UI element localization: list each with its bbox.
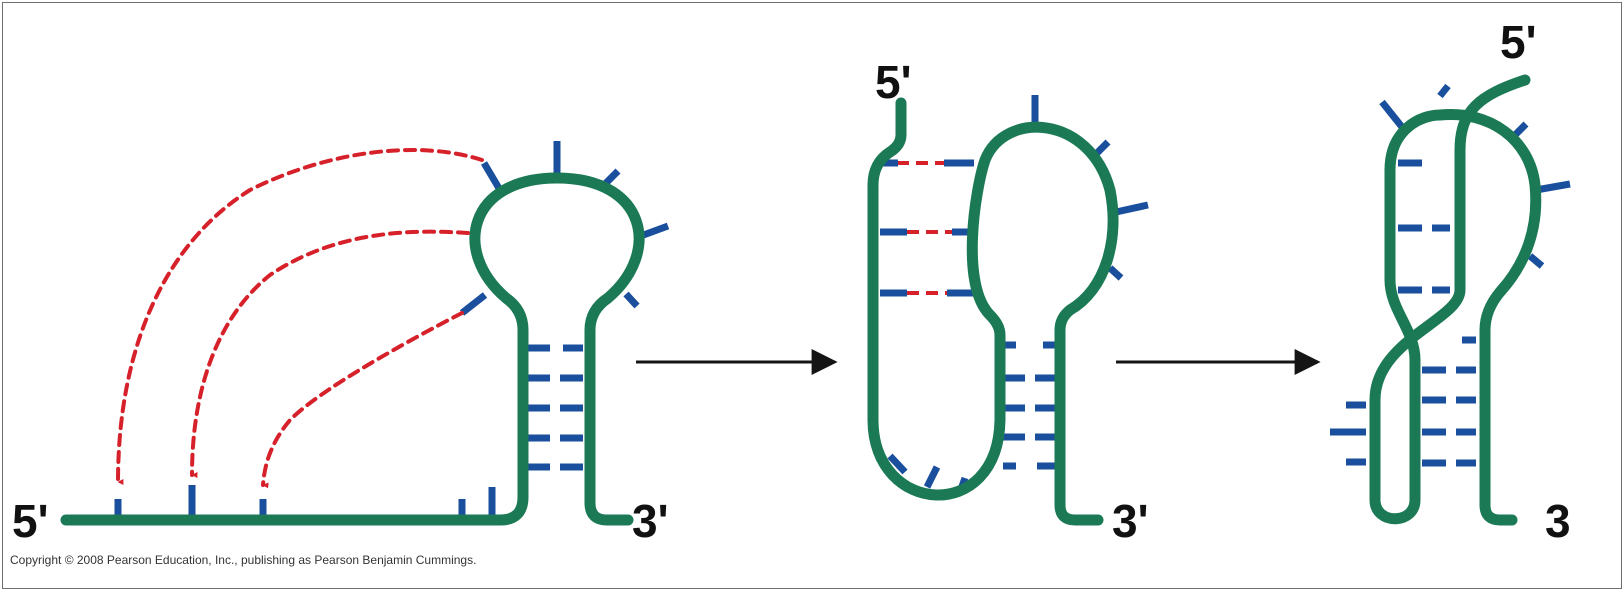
loop-base xyxy=(1515,124,1526,135)
panel-1-five-prime-label: 5' xyxy=(12,495,49,547)
pairing-arrow xyxy=(263,313,462,485)
panel-1-pairing-arrows xyxy=(118,150,482,485)
copyright-notice: Copyright © 2008 Pearson Education, Inc.… xyxy=(10,553,476,567)
pairing-arrow xyxy=(118,150,482,482)
panel-2-bases xyxy=(880,95,1148,492)
loop-base xyxy=(1382,102,1402,127)
loop-base xyxy=(927,467,937,487)
panel-2-three-prime-label: 3' xyxy=(1112,495,1149,547)
loop-base xyxy=(1116,205,1148,212)
panel-1-three-prime-label: 3' xyxy=(632,495,669,547)
panel-2-rna-strand xyxy=(873,103,1113,520)
panel-2-hydrogen-bonds xyxy=(897,163,952,293)
panel-3-bases xyxy=(1330,86,1570,463)
loop-base xyxy=(1536,184,1570,190)
loop-base xyxy=(1530,256,1542,266)
loop-base xyxy=(1440,86,1448,96)
loop-base xyxy=(626,294,637,306)
panel-3-pseudoknot: 5' 3 xyxy=(1330,16,1571,547)
panel-1-rna-strand xyxy=(66,178,639,520)
pairing-arrow xyxy=(192,232,468,475)
panel-3-rna-strand xyxy=(1375,80,1536,520)
loop-base xyxy=(484,163,500,190)
loop-base xyxy=(1110,268,1121,278)
panel-3-three-prime-label: 3 xyxy=(1545,495,1571,547)
panel-1-hairpin: 5' 3' xyxy=(12,141,669,547)
loop-base xyxy=(462,295,485,313)
panel-2-five-prime-label: 5' xyxy=(875,56,912,108)
panel-3-five-prime-label: 5' xyxy=(1500,16,1537,68)
panel-2-pseudoknot-forming: 5' 3' xyxy=(873,56,1149,547)
